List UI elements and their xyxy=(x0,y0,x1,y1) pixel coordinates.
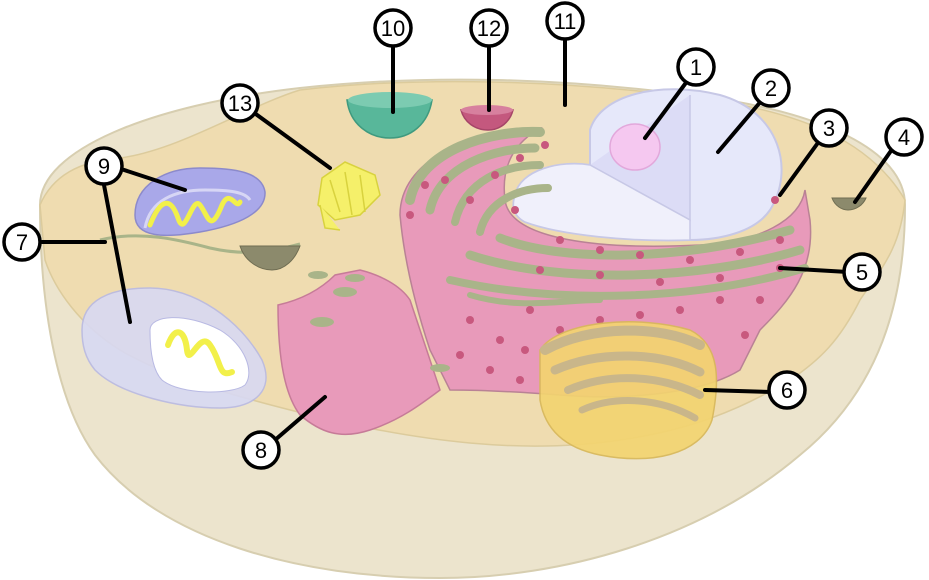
leader-lines xyxy=(40,36,895,442)
callout-7: 7 xyxy=(2,222,42,262)
callout-3-label: 3 xyxy=(823,116,835,141)
smooth-er xyxy=(277,269,450,436)
callout-13-label: 13 xyxy=(228,91,252,116)
callout-1-label: 1 xyxy=(690,55,702,80)
callout-2-label: 2 xyxy=(765,76,777,101)
callout-10-label: 10 xyxy=(381,16,405,41)
callout-8-label: 8 xyxy=(255,438,267,463)
callout-13: 13 xyxy=(220,83,260,123)
callout-10: 10 xyxy=(373,8,413,48)
callout-6: 6 xyxy=(767,370,807,410)
callout-6-label: 6 xyxy=(781,378,793,403)
vesicle-teal-rim xyxy=(348,92,432,108)
callout-3: 3 xyxy=(809,108,849,148)
callout-1: 1 xyxy=(676,47,716,87)
callout-2: 2 xyxy=(751,68,791,108)
vacuole xyxy=(239,245,301,271)
callout-12: 12 xyxy=(469,8,509,48)
callout-7-label: 7 xyxy=(16,230,28,255)
callout-8: 8 xyxy=(241,430,281,470)
callout-5: 5 xyxy=(842,252,882,292)
vesicle-pink xyxy=(460,109,514,131)
golgi-apparatus xyxy=(539,321,718,460)
nucleus xyxy=(512,88,783,242)
rough-er xyxy=(399,126,812,398)
vesicle-teal xyxy=(346,99,433,139)
callout-4-label: 4 xyxy=(898,125,910,150)
callout-12-label: 12 xyxy=(477,16,501,41)
callout-4: 4 xyxy=(884,117,924,157)
callout-9: 9 xyxy=(84,146,124,186)
callout-5-label: 5 xyxy=(856,260,868,285)
centrosome xyxy=(317,161,381,231)
callout-11-label: 11 xyxy=(554,9,577,34)
callout-11: 11 xyxy=(545,1,585,41)
callout-9-label: 9 xyxy=(98,154,110,179)
